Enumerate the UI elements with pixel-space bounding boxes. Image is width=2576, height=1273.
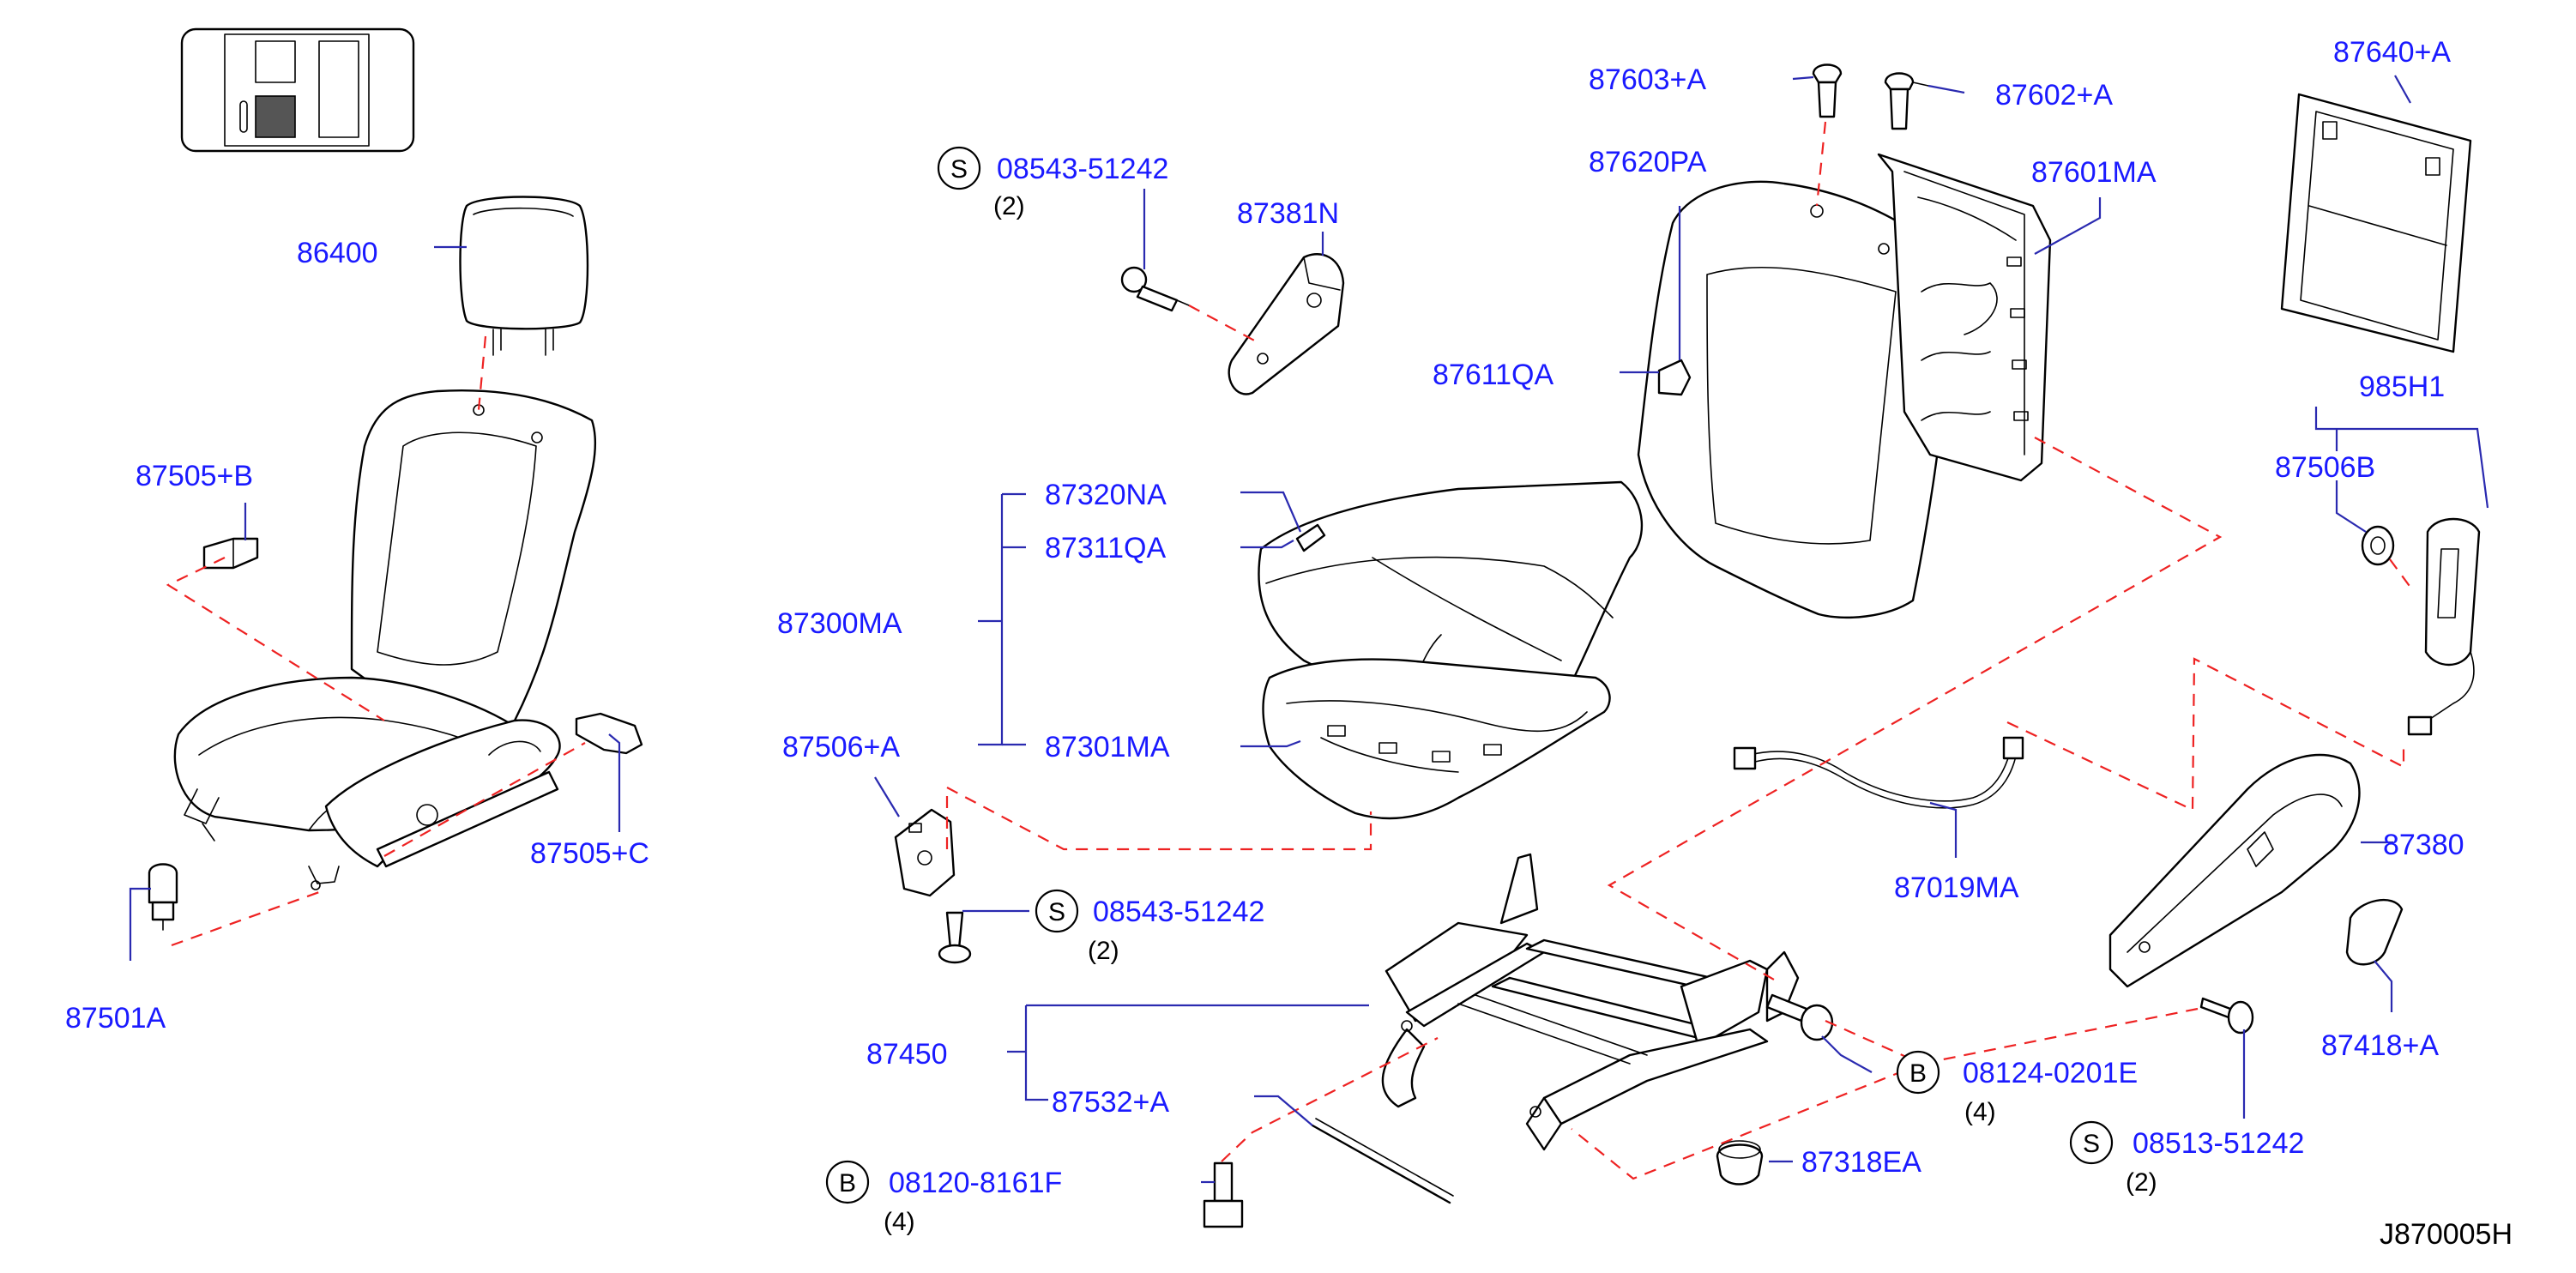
symbol-b-right: B [1896, 1050, 1940, 1095]
leader-lines [129, 75, 2489, 1184]
side-airbag-985h1-drawing [2407, 517, 2481, 736]
label-87501a: 87501A [65, 1002, 166, 1035]
label-87450: 87450 [866, 1038, 948, 1071]
label-87418a: 87418+A [2321, 1029, 2439, 1062]
label-08543-mid: 08543-51242 [1093, 896, 1264, 928]
label-87318ea: 87318EA [1801, 1146, 1921, 1179]
label-87620pa: 87620PA [1589, 146, 1707, 178]
label-87601ma: 87601MA [2031, 156, 2157, 189]
backrest-trim-87620pa-drawing [1637, 180, 1958, 618]
knob-87418a-drawing [2345, 898, 2404, 966]
label-87380: 87380 [2383, 829, 2464, 861]
screw-08513-drawing [2199, 997, 2254, 1035]
cap-87318ea-drawing [1716, 1140, 1764, 1186]
vehicle-locator-icon [180, 27, 415, 153]
label-87602a: 87602+A [1995, 79, 2113, 112]
headrest-guide-87602a-drawing [1884, 72, 1929, 130]
label-985h1: 985H1 [2359, 371, 2445, 403]
svg-text:S: S [950, 155, 968, 184]
label-87300ma: 87300MA [777, 607, 902, 640]
back-board-87640a-drawing [2280, 93, 2472, 353]
qty-08543-top: (2) [993, 192, 1025, 220]
label-86400: 86400 [297, 237, 378, 269]
qty-08513: (2) [2126, 1168, 2157, 1197]
assembly-dashed-lines [166, 121, 2415, 1180]
label-87019ma: 87019MA [1894, 872, 2019, 904]
bolt-08124-drawing [1765, 993, 1834, 1041]
svg-text:S: S [2083, 1130, 2100, 1158]
label-87505c: 87505+C [530, 837, 649, 870]
qty-08120: (4) [884, 1208, 915, 1236]
backrest-frame-87601ma-drawing [1877, 153, 2052, 482]
svg-text:S: S [1048, 898, 1065, 926]
cushion-87300ma-drawing [1258, 480, 1644, 820]
svg-text:B: B [1909, 1059, 1927, 1088]
slide-adjuster-87450-drawing [1381, 853, 1800, 1151]
label-87381n: 87381N [1237, 197, 1339, 230]
svg-text:B: B [839, 1169, 856, 1198]
label-87640a: 87640+A [2333, 36, 2451, 69]
rod-87532a-drawing [1311, 1118, 1454, 1204]
label-87311qa: 87311QA [1045, 532, 1166, 564]
label-87505b: 87505+B [136, 460, 253, 492]
knob-87505c-drawing [575, 712, 643, 755]
bracket-87506a-drawing [894, 808, 956, 897]
bolt-08543-mid-drawing [938, 911, 972, 964]
label-87320na: 87320NA [1045, 479, 1167, 511]
label-87506b: 87506B [2275, 451, 2375, 484]
symbol-b-left: B [825, 1160, 870, 1204]
complete-seat-drawing [173, 389, 597, 890]
label-08124: 08124-0201E [1963, 1057, 2138, 1089]
label-08513: 08513-51242 [2133, 1127, 2304, 1160]
bracket-87381n-drawing [1228, 253, 1345, 395]
trim-cover-87505b-drawing [202, 537, 259, 570]
symbol-s-right: S [2069, 1120, 2114, 1165]
label-87611qa: 87611QA [1433, 359, 1553, 391]
label-87506a: 87506+A [782, 731, 900, 763]
bolt-87501a-drawing [148, 863, 178, 931]
qty-08543-mid: (2) [1088, 937, 1119, 965]
label-08120: 08120-8161F [889, 1167, 1062, 1199]
label-87301ma: 87301MA [1045, 731, 1170, 763]
diagram-code: J870005H [2380, 1218, 2513, 1251]
side-finisher-87380-drawing [2108, 753, 2361, 988]
bolt-08120-drawing [1203, 1161, 1244, 1228]
label-08543-top: 08543-51242 [997, 153, 1168, 185]
bolt-08543-top-drawing [1120, 266, 1190, 312]
label-87603a: 87603+A [1589, 63, 1706, 96]
label-87532a: 87532+A [1052, 1086, 1169, 1119]
qty-08124: (4) [1964, 1098, 1996, 1126]
clip-87506b-drawing [2361, 525, 2395, 566]
headrest-guide-87603a-drawing [1812, 63, 1843, 118]
harness-87019ma-drawing [1733, 736, 2024, 809]
symbol-s-mid: S [1035, 889, 1079, 933]
symbol-s-top: S [937, 146, 981, 190]
headrest-drawing [459, 196, 589, 356]
